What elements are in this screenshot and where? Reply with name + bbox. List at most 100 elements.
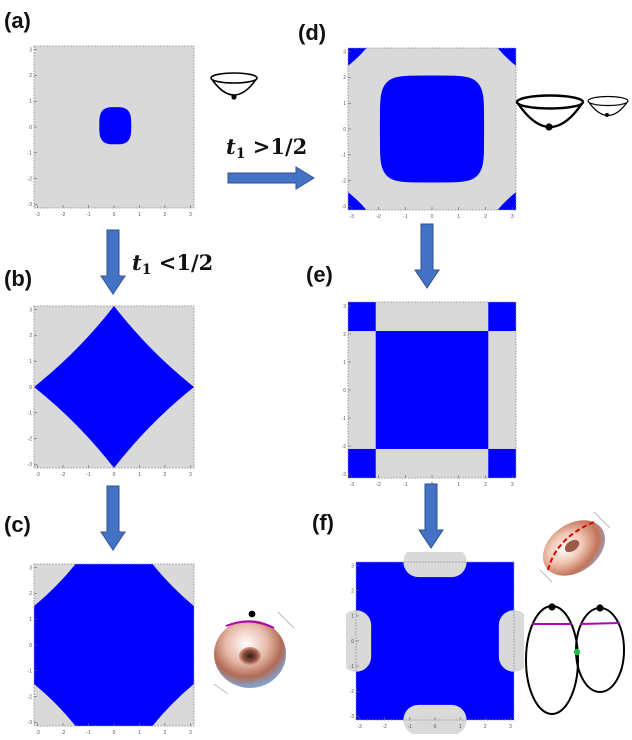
x-tick-label: -3	[35, 212, 40, 218]
y-tick-label: 3	[29, 47, 32, 53]
gray-corner	[34, 564, 76, 607]
y-tick-label: 0	[29, 643, 32, 649]
x-tick-label: -1	[86, 472, 91, 478]
x-tick-label: 0	[431, 214, 434, 220]
gray-lobe-top	[403, 552, 467, 578]
bowl-icon-a	[210, 72, 258, 100]
x-tick-label: -3	[350, 214, 355, 220]
condition-sub: 1	[141, 262, 152, 278]
x-tick-label: 0	[434, 724, 437, 730]
x-tick-label: 2	[164, 212, 167, 218]
y-tick-label: 0	[29, 385, 32, 391]
x-tick-label: -3	[35, 730, 40, 736]
x-tick-label: 3	[189, 472, 192, 478]
y-tick-label: 0	[351, 639, 354, 645]
condition-sub: 1	[235, 146, 246, 162]
y-tick-label: 0	[343, 388, 346, 394]
torus-icon	[213, 610, 295, 694]
y-tick-label: -2	[28, 176, 33, 182]
arrow-right	[227, 166, 315, 190]
gray-corner	[34, 683, 76, 726]
x-tick-label: 2	[484, 724, 487, 730]
y-tick-label: 0	[29, 125, 32, 131]
y-tick-label: 2	[29, 333, 32, 339]
condition-var: t	[226, 134, 236, 159]
arrow-down-a-b	[100, 229, 126, 295]
fermi-region	[379, 75, 485, 183]
y-tick-label: -1	[342, 416, 347, 422]
y-tick-label: -1	[28, 151, 33, 157]
y-tick-label: 1	[29, 359, 32, 365]
y-tick-label: 3	[29, 565, 32, 571]
x-tick-label: -2	[376, 482, 381, 488]
arrow-down-e-f	[418, 483, 444, 549]
gray-corner	[152, 683, 194, 726]
y-tick-label: 2	[343, 332, 346, 338]
panel-label-b: (b)	[4, 266, 33, 291]
x-tick-label: -2	[376, 214, 381, 220]
x-tick-label: -1	[403, 214, 408, 220]
fermi-region	[34, 564, 194, 726]
x-tick-label: 3	[189, 212, 192, 218]
bowl-icon-d-small	[587, 95, 629, 117]
x-tick-label: 1	[457, 214, 460, 220]
x-tick-label: 1	[459, 724, 462, 730]
corner-pocket	[497, 192, 516, 210]
fermi-region	[375, 331, 489, 449]
panel-label-d: (d)	[298, 20, 327, 45]
x-tick-label: -3	[35, 472, 40, 478]
y-tick-label: 3	[343, 49, 346, 55]
x-tick-label: -3	[350, 482, 355, 488]
y-tick-label: -1	[28, 411, 33, 417]
x-tick-label: 2	[164, 472, 167, 478]
condition-label-right: t1 >1/2	[226, 134, 307, 162]
condition-text: <1/2	[151, 250, 214, 275]
corner-pocket	[488, 448, 516, 478]
y-tick-label: 1	[351, 614, 354, 620]
x-tick-label: 1	[138, 472, 141, 478]
x-tick-label: -1	[86, 212, 91, 218]
arrow-down-d-e	[414, 223, 440, 289]
corner-pocket	[348, 192, 367, 210]
corner-pocket	[348, 48, 367, 66]
y-tick-label: -3	[342, 472, 347, 478]
x-tick-label: -2	[61, 472, 66, 478]
x-tick-label: -1	[403, 482, 408, 488]
y-tick-label: -3	[350, 714, 355, 720]
y-tick-label: -3	[28, 462, 33, 468]
y-tick-label: -3	[342, 204, 347, 210]
x-tick-label: -1	[86, 730, 91, 736]
bowl-icon-d-large	[515, 94, 585, 131]
condition-var: t	[132, 250, 142, 275]
y-tick-label: -3	[28, 202, 33, 208]
x-tick-label: 0	[113, 212, 116, 218]
y-tick-label: 3	[351, 563, 354, 569]
y-tick-label: 2	[343, 75, 346, 81]
x-tick-label: 2	[484, 482, 487, 488]
y-tick-label: -1	[28, 669, 33, 675]
y-tick-label: 2	[351, 589, 354, 595]
panel-label-c: (c)	[4, 512, 31, 537]
x-tick-label: 1	[138, 730, 141, 736]
tilted-torus-icon	[539, 511, 611, 583]
panel-label-f: (f)	[312, 510, 334, 535]
y-tick-label: 3	[29, 307, 32, 313]
gray-lobe-right	[498, 610, 524, 672]
y-tick-label: -3	[28, 720, 33, 726]
y-tick-label: 1	[29, 617, 32, 623]
y-tick-label: -2	[28, 694, 33, 700]
x-tick-label: 0	[113, 730, 116, 736]
x-tick-label: -1	[408, 724, 413, 730]
fermi-region	[99, 107, 132, 145]
corner-pocket	[488, 302, 516, 332]
